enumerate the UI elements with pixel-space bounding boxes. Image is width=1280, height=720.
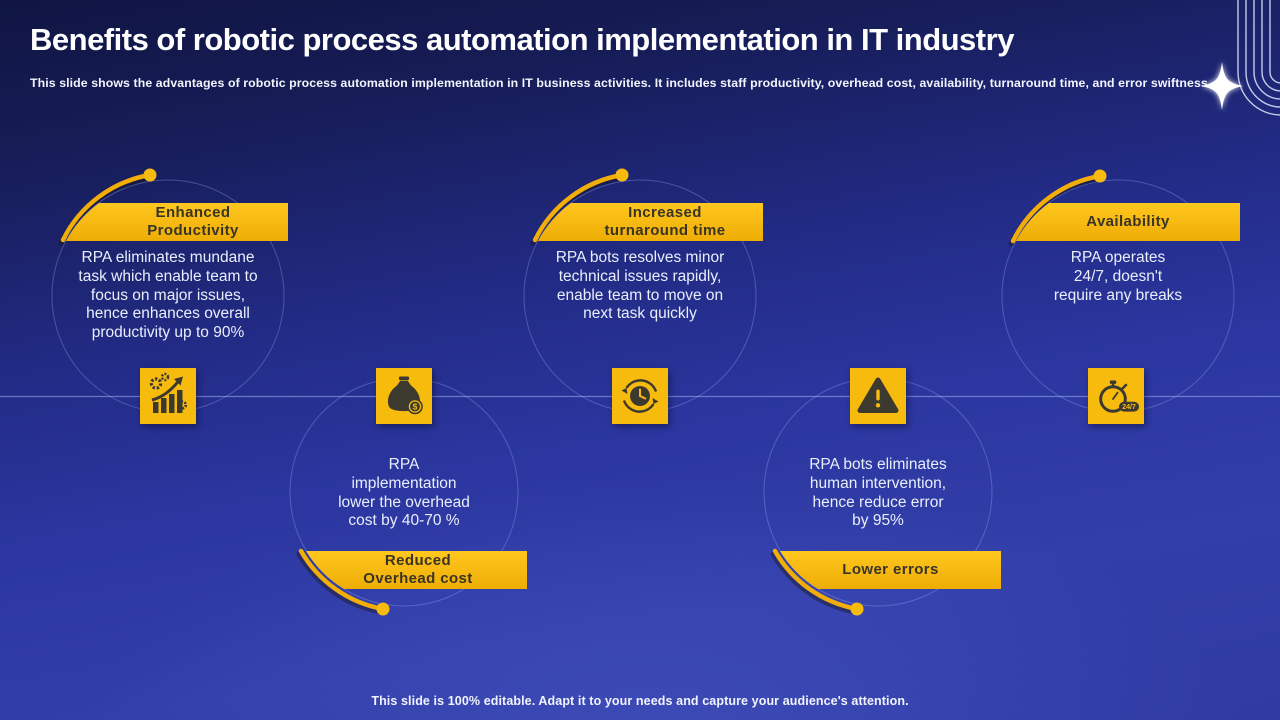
banner-plate [780,551,1001,589]
footer-note: This slide is 100% editable. Adapt it to… [371,694,909,708]
sparkle-icon [1201,62,1243,110]
connector-dot [376,602,390,616]
connector-arc [60,172,153,243]
banner-plate [1016,203,1240,241]
benefit-description: RPA operates 24/7, doesn't require any b… [1053,249,1183,304]
benefit-label: Increased turnaround time [604,203,726,240]
connector-dot [1093,169,1107,183]
connector-arc [772,548,860,612]
connector-arc [532,172,625,243]
corner-arcs-decoration [1237,0,1280,116]
growth-chart-icon [140,368,196,424]
connector-dot [850,602,864,616]
slide-title: Benefits of robotic process automation i… [30,22,1014,57]
stopwatch-icon: 24/7 [1088,368,1144,424]
clock-refresh-icon [612,368,668,424]
benefit-description: RPA eliminates mundane task which enable… [78,249,258,342]
connector-dot [143,168,157,182]
benefit-label: Availability [1086,212,1170,230]
benefit-description: RPA bots eliminates human intervention, … [809,456,947,530]
connector-dot [615,168,629,182]
banner-plate [66,203,288,241]
benefit-label: Lower errors [842,560,939,578]
benefit-label: Enhanced Productivity [147,203,239,240]
warning-icon [850,368,906,424]
benefit-description: RPA implementation lower the overhead co… [338,456,470,530]
banner-plate [306,551,527,589]
dollar-symbol: $ [413,402,418,412]
connector-arc [1010,173,1103,244]
money-bag-icon: $ [376,368,432,424]
benefit-description: RPA bots resolves minor technical issues… [555,249,725,323]
benefit-label: Reduced Overhead cost [363,551,473,588]
connector-arc [298,548,386,612]
badge-24-7: 24/7 [1122,404,1136,411]
slide-subtitle: This slide shows the advantages of robot… [30,76,1212,90]
banner-plate [538,203,763,241]
